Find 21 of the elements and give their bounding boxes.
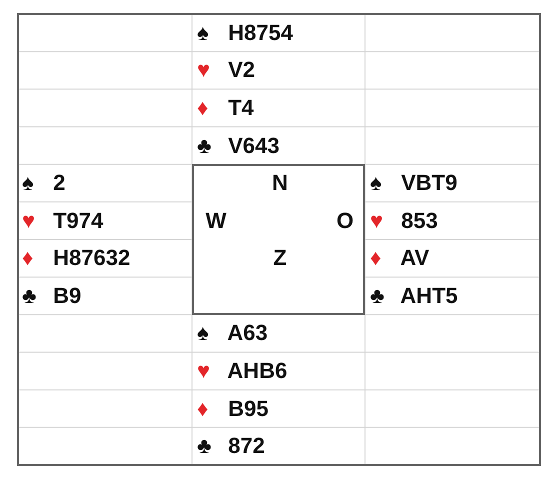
compass-direction: W xyxy=(206,208,226,234)
suit-holding: ♥ 853 xyxy=(370,208,438,234)
suit-holding: ♦ T4 xyxy=(197,94,254,121)
compass-direction: Z xyxy=(273,245,287,272)
compass-box xyxy=(192,164,365,315)
suit-holding: ♣ AHT5 xyxy=(370,282,458,309)
suit-holding: ♦ AV xyxy=(370,245,430,272)
suit-holding: ♠ H8754 xyxy=(197,20,293,46)
suit-holding: ♣ B9 xyxy=(22,282,82,309)
suit-holding: ♦ H87632 xyxy=(22,245,130,272)
suit-holding: ♠ A63 xyxy=(197,320,268,346)
compass-direction: N xyxy=(272,170,288,196)
suit-holding: ♦ B95 xyxy=(197,396,268,422)
suit-holding: ♣ 872 xyxy=(197,433,265,460)
compass-direction: O xyxy=(336,208,354,234)
suit-holding: ♥ AHB6 xyxy=(197,358,288,384)
suit-holding: ♥ V2 xyxy=(197,57,256,84)
suit-holding: ♣ V643 xyxy=(197,132,280,159)
suit-holding: ♥ T974 xyxy=(22,208,104,234)
suit-holding: ♠ VBT9 xyxy=(370,170,458,196)
suit-holding: ♠ 2 xyxy=(22,170,66,196)
